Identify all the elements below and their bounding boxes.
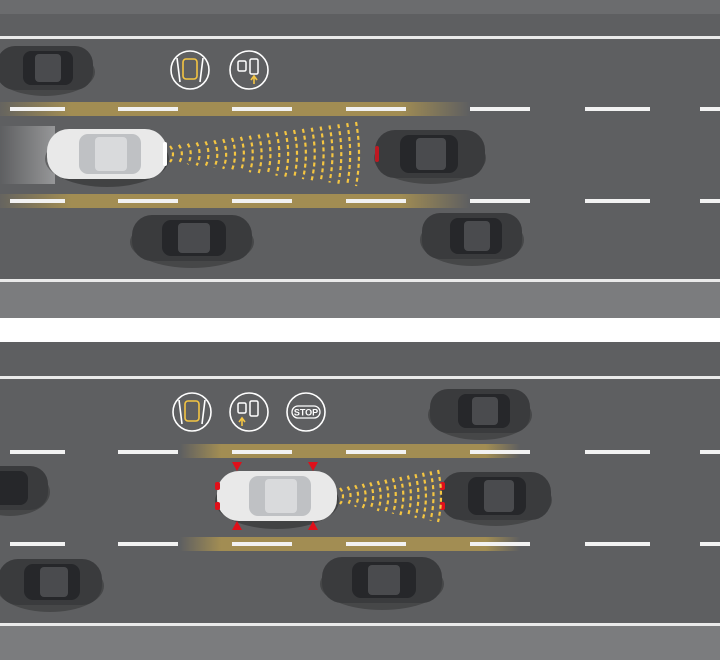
radar-wave-arc xyxy=(284,130,290,178)
ego-car-top xyxy=(45,129,169,187)
radar-wave-arc xyxy=(248,135,254,173)
radar-wave-arc xyxy=(328,125,334,183)
scene-panel-top xyxy=(0,0,720,318)
radar-wave-arc xyxy=(319,126,325,182)
motion-trail xyxy=(0,126,55,184)
radar-wave-arc xyxy=(391,477,397,515)
radar-wave-arc xyxy=(339,487,345,505)
car-dark-lower-left xyxy=(130,215,254,268)
radar-wave-arc xyxy=(346,122,352,186)
radar-wave-arc xyxy=(337,124,343,184)
car-dark-ahead xyxy=(440,472,552,526)
radar-wave-arc xyxy=(354,484,360,508)
radar-wave-arc xyxy=(421,472,428,520)
stop-icon: STOP xyxy=(286,392,326,432)
radar-wave-arc xyxy=(406,475,412,517)
radar-wave-arc xyxy=(195,142,201,166)
lane-dashes-upper xyxy=(10,107,720,111)
car-dark-lower-right xyxy=(420,213,524,266)
radar-wave-arc xyxy=(354,121,361,187)
car-dark-top-right xyxy=(428,389,532,440)
radar-wave-arc xyxy=(384,479,390,513)
lane-assist-icon xyxy=(170,50,210,90)
radar-wave-arc xyxy=(414,473,420,519)
radar-wave-arc xyxy=(230,137,237,171)
lane-dashes-upper xyxy=(10,450,720,454)
radar-wave-arc xyxy=(177,144,183,164)
radar-wave-arc xyxy=(239,136,245,172)
car-dark-lower-center xyxy=(320,557,444,610)
edge-line-bottom xyxy=(0,279,720,282)
radar-wave-arc xyxy=(204,140,210,168)
car-dark-ahead xyxy=(374,130,486,184)
road-surface xyxy=(0,342,720,660)
radar-wave-arc xyxy=(222,138,228,170)
road-shoulder-bottom xyxy=(0,282,720,318)
radar-wave-arc xyxy=(169,145,175,163)
car-dark-lower-left xyxy=(0,559,104,612)
radar-wave-arc xyxy=(399,476,405,516)
ego-car-bottom xyxy=(215,471,339,529)
edge-line-top xyxy=(0,376,720,379)
radar-wave-arc xyxy=(292,129,299,179)
panel-separator xyxy=(0,318,720,342)
car-dark-top-left xyxy=(0,46,95,96)
radar-wave-arc xyxy=(429,471,435,521)
accelerator-pedal-icon xyxy=(229,392,269,432)
scene-top-svg xyxy=(0,0,720,318)
radar-wave-arc xyxy=(275,131,281,177)
radar-wave-arc xyxy=(369,482,375,510)
edge-line-bottom xyxy=(0,623,720,626)
road-shoulder-bottom xyxy=(0,624,720,660)
scene-panel-bottom: STOP xyxy=(0,342,720,660)
radar-wave-arc xyxy=(361,483,367,509)
radar-wave-arc xyxy=(346,486,352,506)
accelerator-pedal-icon xyxy=(229,50,269,90)
stop-icon-label: STOP xyxy=(294,408,318,418)
radar-waves-top xyxy=(169,121,361,187)
scene-bottom-svg: STOP xyxy=(0,342,720,660)
radar-waves-bottom xyxy=(339,469,443,523)
radar-wave-arc xyxy=(213,139,219,169)
edge-line-top xyxy=(0,36,720,39)
radar-wave-arc xyxy=(376,480,382,512)
radar-wave-arc xyxy=(257,134,263,174)
road-shoulder-top xyxy=(0,0,720,14)
lane-assist-icon xyxy=(172,392,212,432)
radar-wave-arc xyxy=(186,143,192,165)
car-dark-left-edge xyxy=(0,466,50,516)
radar-wave-arc xyxy=(266,133,272,175)
lane-dashes-lower xyxy=(10,199,720,203)
lane-dashes-lower xyxy=(10,542,720,546)
brake-warning-markers xyxy=(232,462,318,530)
